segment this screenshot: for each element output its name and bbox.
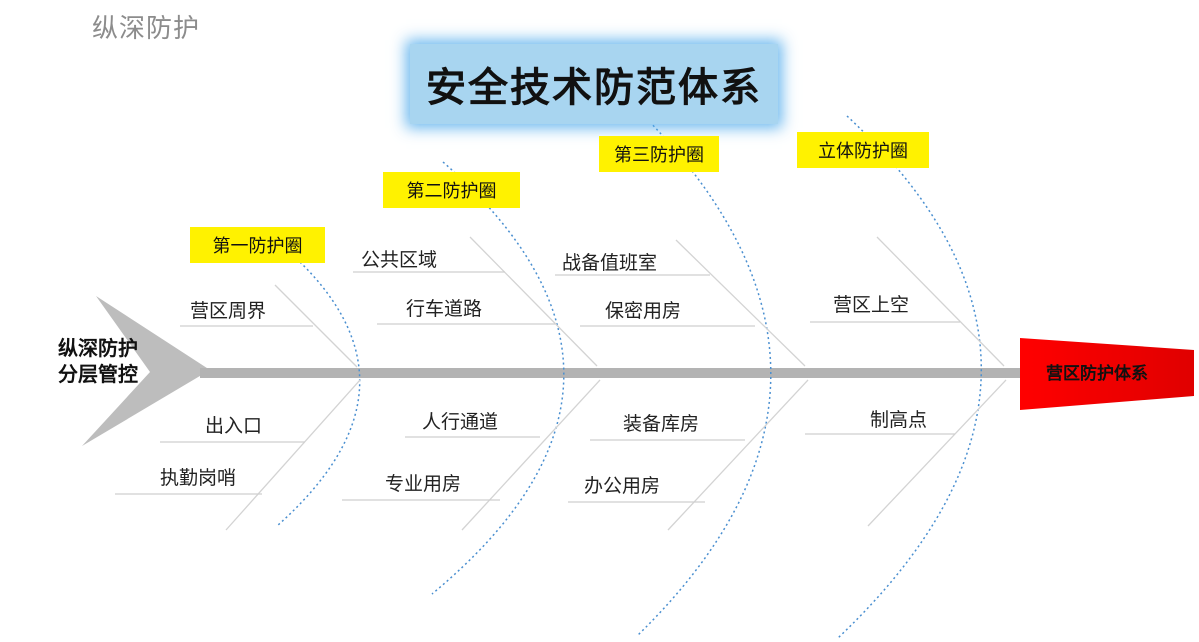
item-secret-room: 保密用房 bbox=[605, 301, 682, 322]
item-public-area: 公共区域 bbox=[361, 250, 438, 271]
fish-head-line1: 纵深防护 bbox=[58, 338, 138, 360]
fish-head-line2: 分层管控 bbox=[58, 364, 138, 386]
branch-line bbox=[667, 379, 809, 531]
corner-title: 纵深防护 bbox=[92, 13, 201, 43]
branch-line bbox=[225, 379, 361, 531]
ring-label-first: 第一防护圈 bbox=[190, 227, 325, 263]
ring-arc-second bbox=[431, 161, 565, 595]
branch-line bbox=[675, 239, 806, 367]
branch-line bbox=[867, 379, 1007, 527]
item-duty-room: 战备值班室 bbox=[562, 253, 658, 274]
item-airspace: 营区上空 bbox=[833, 295, 910, 316]
fish-head-label: 纵深防护 分层管控 bbox=[38, 336, 158, 388]
item-entrance: 出入口 bbox=[205, 416, 263, 437]
ring-label-third: 第三防护圈 bbox=[599, 136, 719, 172]
branch-line bbox=[876, 236, 1005, 367]
item-high-point: 制高点 bbox=[870, 410, 928, 431]
item-sentry: 执勤岗哨 bbox=[160, 468, 237, 489]
main-title: 安全技术防范体系 bbox=[410, 44, 778, 124]
branch-line bbox=[274, 284, 358, 368]
item-special-room: 专业用房 bbox=[385, 474, 462, 495]
item-perimeter: 营区周界 bbox=[190, 301, 267, 322]
ring-arc-solid bbox=[837, 115, 982, 639]
main-spine bbox=[200, 368, 1024, 378]
fish-tail-label: 营区防护体系 bbox=[1046, 364, 1148, 383]
ring-label-solid: 立体防护圈 bbox=[797, 132, 929, 168]
item-office-room: 办公用房 bbox=[584, 476, 661, 497]
fish-tail-shape bbox=[1020, 338, 1194, 410]
branch-line bbox=[461, 379, 601, 531]
fish-head-shape bbox=[82, 296, 210, 446]
ring-label-second: 第二防护圈 bbox=[383, 172, 520, 208]
item-equipment-room: 装备库房 bbox=[623, 414, 700, 435]
item-walkway: 人行通道 bbox=[422, 412, 499, 433]
branch-line bbox=[469, 236, 598, 367]
ring-arc-third bbox=[636, 117, 772, 637]
item-road: 行车道路 bbox=[406, 299, 483, 320]
